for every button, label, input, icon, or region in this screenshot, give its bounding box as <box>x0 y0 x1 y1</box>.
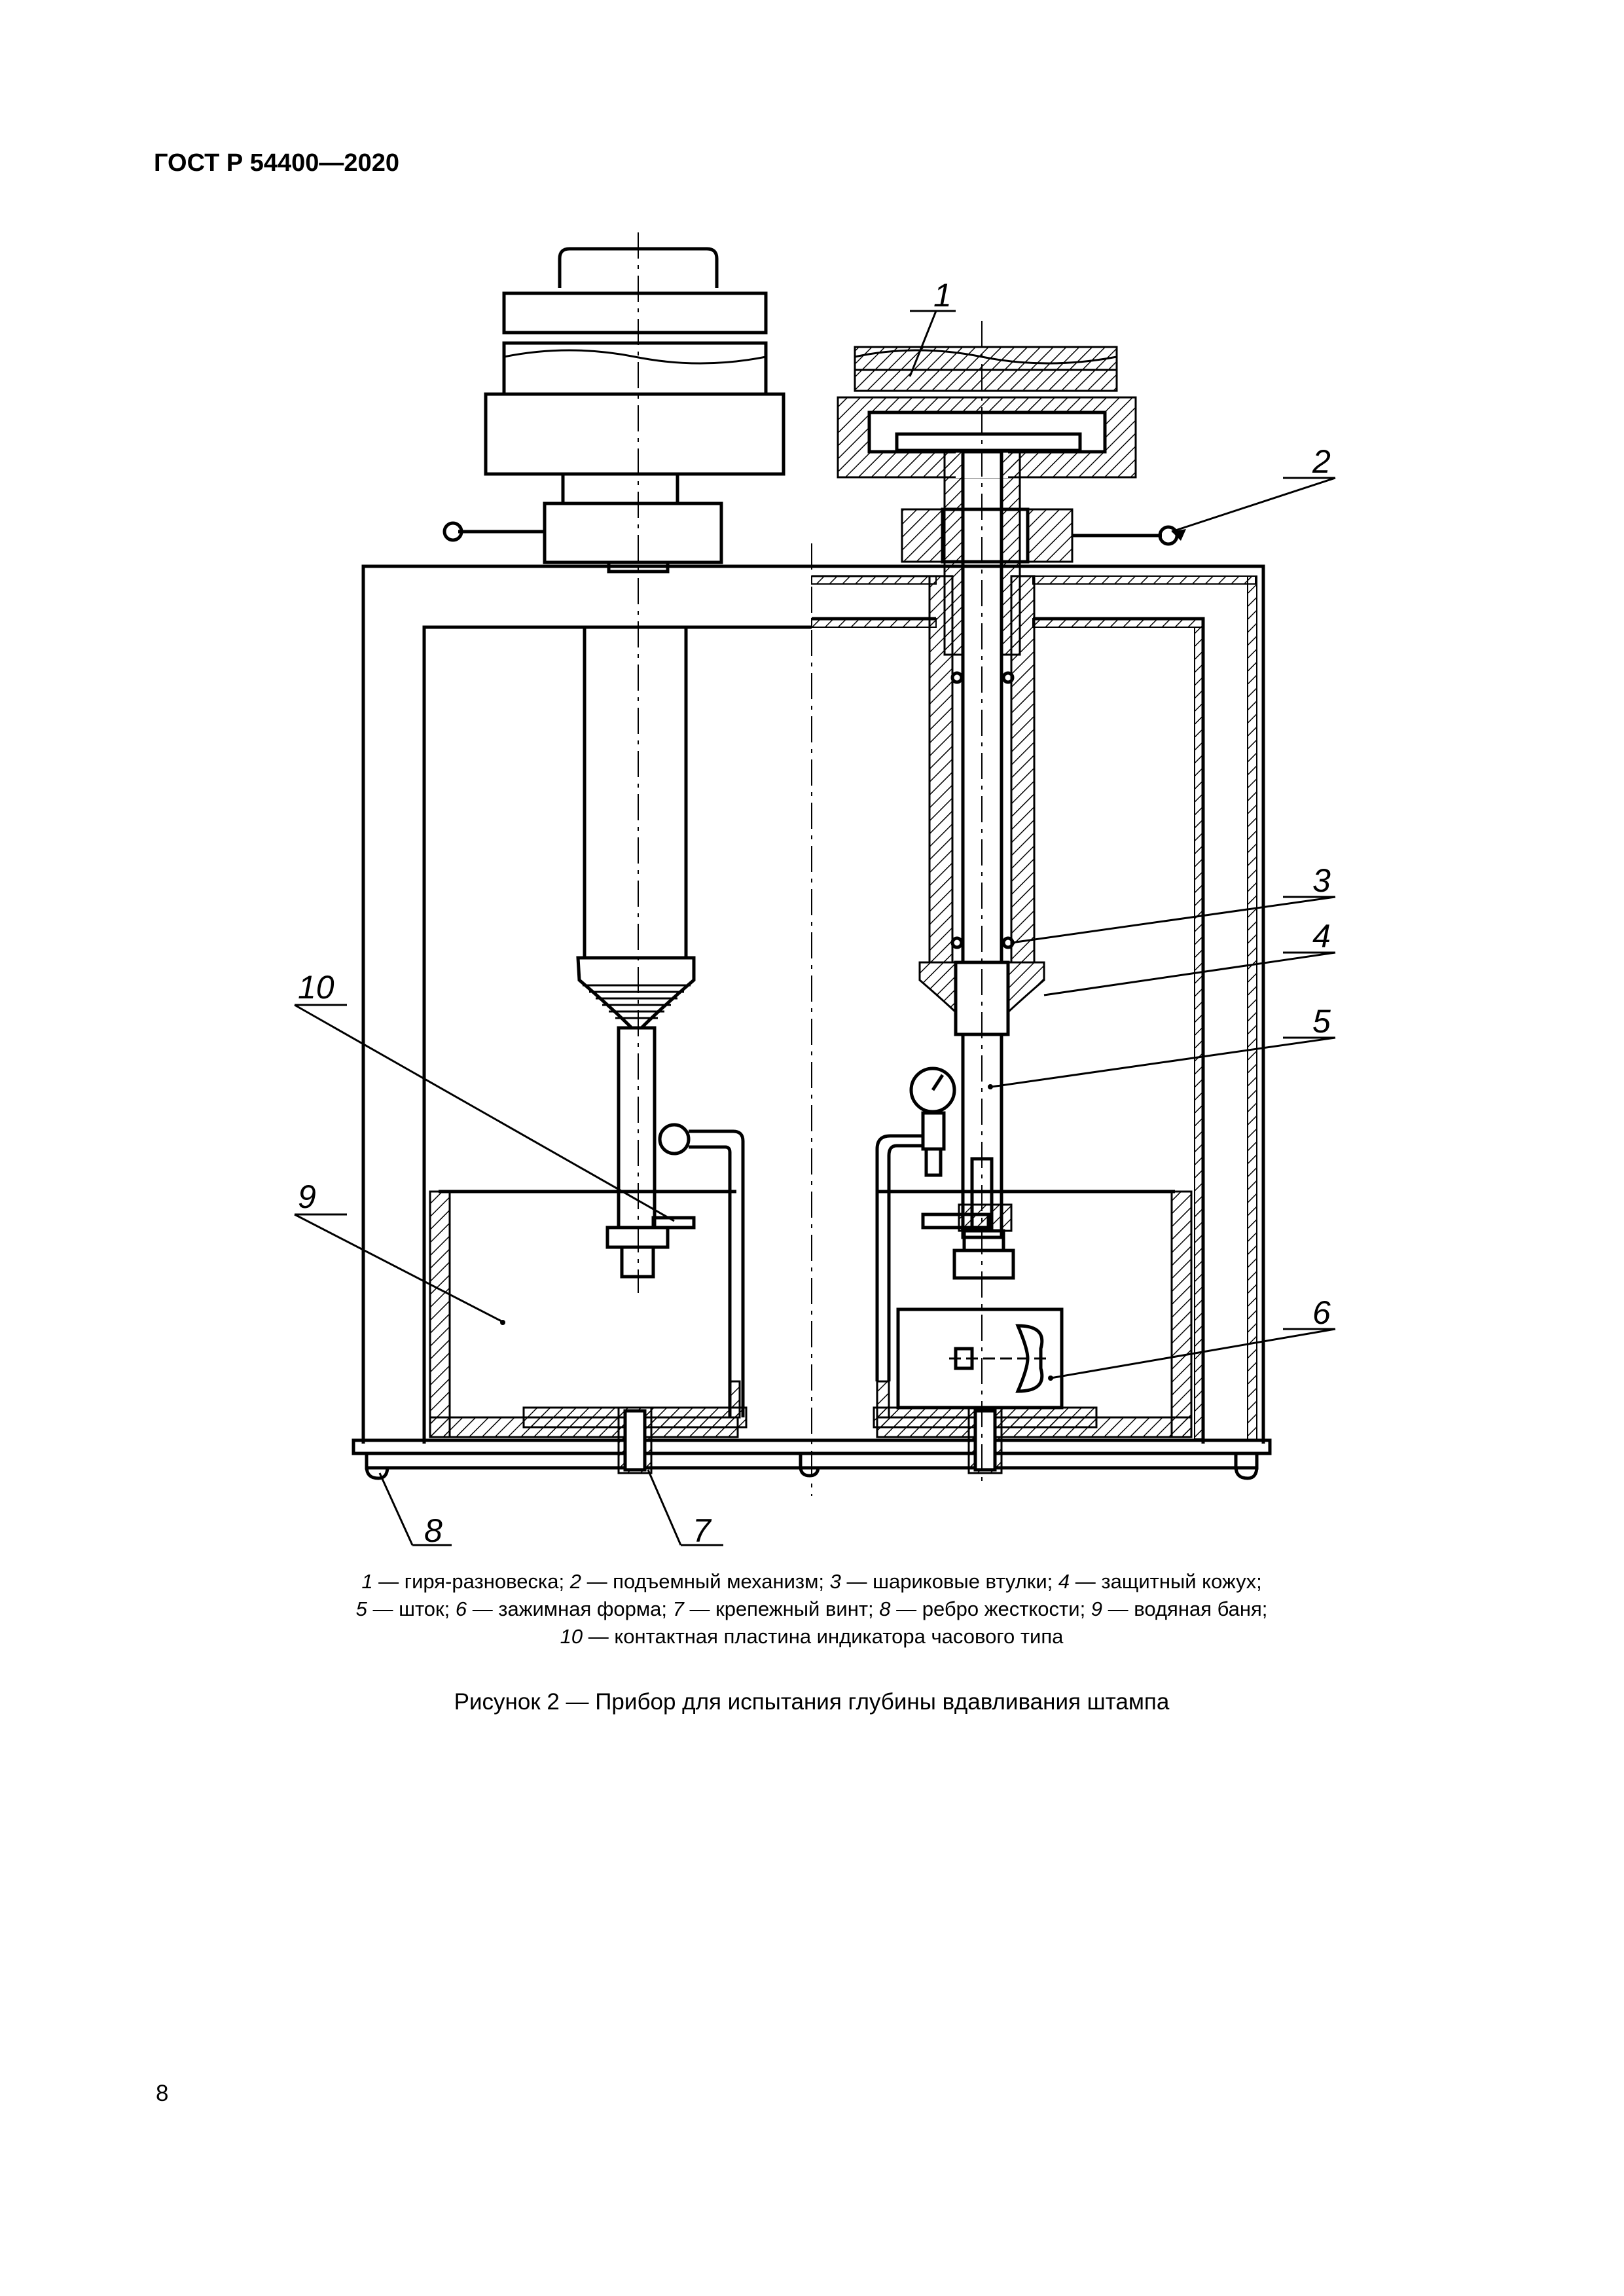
page-number: 8 <box>156 2081 169 2106</box>
legend-num-5: 5 <box>355 1597 367 1620</box>
legend-num-3: 3 <box>829 1570 841 1593</box>
legend-num-8: 8 <box>879 1597 891 1620</box>
document-header: ГОСТ Р 54400—2020 <box>154 149 399 177</box>
left-plunger <box>576 625 745 1417</box>
callout-7: 7 <box>693 1512 712 1549</box>
legend-num-1: 1 <box>361 1570 373 1593</box>
legend-text-8: — ребро жесткости; <box>890 1597 1091 1620</box>
legend-text-9: — водяная баня; <box>1102 1597 1268 1620</box>
figure-legend: 1 — гиря-разновеска; 2 — подъемный механ… <box>196 1568 1427 1650</box>
legend-num-6: 6 <box>455 1597 467 1620</box>
legend-text-1: — гиря-разновеска; <box>372 1570 570 1593</box>
legend-line-3: 10 — контактная пластина индикатора часо… <box>196 1623 1427 1650</box>
legend-num-9: 9 <box>1091 1597 1103 1620</box>
callout-2: 2 <box>1312 443 1331 480</box>
callout-5: 5 <box>1312 1003 1331 1040</box>
legend-num-4: 4 <box>1058 1570 1070 1593</box>
apparatus-drawing: 1 2 3 4 5 6 7 8 9 10 <box>294 232 1336 1549</box>
callout-8: 8 <box>424 1512 442 1549</box>
callout-10: 10 <box>298 969 334 1006</box>
legend-text-6: — зажимная форма; <box>467 1597 673 1620</box>
callout-4: 4 <box>1312 918 1331 955</box>
callout-1: 1 <box>933 277 952 314</box>
figure-caption: Рисунок 2 — Прибор для испытания глубины… <box>454 1689 1170 1715</box>
legend-line-1: 1 — гиря-разновеска; 2 — подъемный механ… <box>196 1568 1427 1595</box>
legend-text-3: — шариковые втулки; <box>840 1570 1058 1593</box>
legend-num-10: 10 <box>560 1625 583 1648</box>
legend-text-5: — шток; <box>367 1597 456 1620</box>
callout-6: 6 <box>1312 1294 1331 1331</box>
callout-9: 9 <box>298 1178 316 1215</box>
right-guide-column <box>875 450 1045 1381</box>
legend-text-7: — крепежный винт; <box>683 1597 880 1620</box>
callout-3: 3 <box>1312 862 1331 899</box>
legend-line-2: 5 — шток; 6 — зажимная форма; 7 — крепеж… <box>196 1595 1427 1623</box>
legend-text-10: — контактная пластина индикатора часовог… <box>583 1625 1064 1648</box>
legend-num-7: 7 <box>672 1597 684 1620</box>
legend-num-2: 2 <box>569 1570 581 1593</box>
right-frame <box>811 564 1265 1444</box>
legend-text-4: — защитный кожух; <box>1070 1570 1262 1593</box>
left-weight-stack <box>442 247 785 574</box>
legend-text-2: — подъемный механизм; <box>581 1570 830 1593</box>
left-water-bath <box>429 1190 748 1438</box>
right-weight <box>837 346 1179 564</box>
